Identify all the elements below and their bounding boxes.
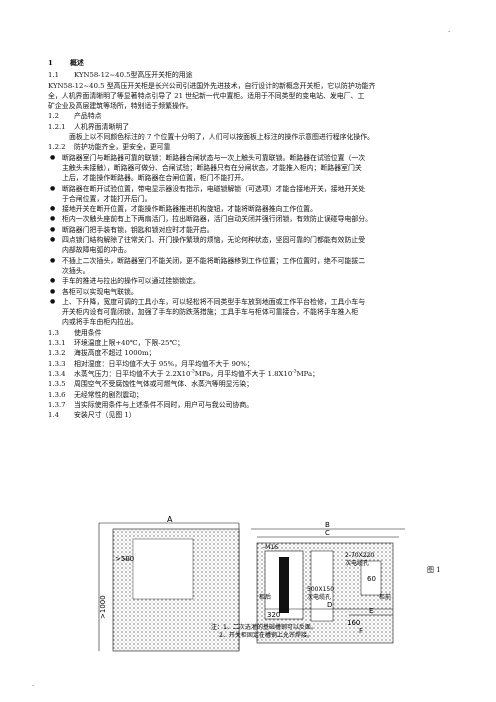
para-1-1-line-1: KYN58-12~40.5 型高压开关柜是长兴公司引进国外先进技术，自行设计的新… bbox=[48, 81, 376, 90]
left-elevation: A >500 >1000 bbox=[98, 515, 240, 652]
slot-size: 2-70X220 bbox=[345, 552, 374, 559]
bullet-item: 接地开关在断开位置，才能操作断路器推进机构旋钮，才能将断路器推向工作位置。 bbox=[48, 204, 456, 215]
note-2: 2、开关柜固定在槽钢上允许焊接。 bbox=[219, 631, 313, 639]
bullet-item: 各柜可以实现电气联锁。 bbox=[48, 287, 456, 298]
bullet-item: 断路器在断开试验位置，带电显示器没有指示，电磁锁解锁（可选项）才能合接地开关，接… bbox=[48, 184, 456, 205]
bullet-item: 手车的推进与拉出的操作可以通过挂锁锁定。 bbox=[48, 276, 456, 287]
dim-320-label: 320 bbox=[267, 611, 280, 619]
figure-label: 图 1 bbox=[427, 566, 441, 574]
bullet-item: 断路器室门与断路器可靠的联锁：断路器合闸状态与一次上触头可靠联锁。断路器在试验位… bbox=[48, 153, 456, 184]
drawing-svg: A >500 >1000 B C -M16 2 bbox=[98, 515, 405, 652]
dim-60-label: 60 bbox=[367, 575, 376, 583]
installation-drawing: A >500 >1000 B C -M16 2 bbox=[93, 515, 405, 671]
bullet-item: 柜内一次触头座前有上下两扇活门，拉出断路器，活门自动关闭并强行闭锁，有效防止误碰… bbox=[48, 214, 456, 225]
page-mark-bottom: . bbox=[32, 680, 35, 688]
para-1-1-line-3: 矿企业及高层建筑等场所，特别适于频繁操作。 bbox=[48, 102, 193, 111]
m16-label: -M16 bbox=[263, 544, 278, 551]
right-plan: B C -M16 2-70X220 次电缆孔 60 500X150 次电缆孔 柜… bbox=[211, 521, 405, 644]
page-mark-top: . bbox=[448, 26, 451, 34]
dim-e-label: E bbox=[369, 607, 373, 615]
front-label: 柜前 bbox=[379, 593, 391, 601]
back-label: 柜后 bbox=[259, 593, 271, 601]
bullet-item: 上、下升降，宽度可调的工具小车，可以轻松将不同类型手车放到地面或工作平台检修，工… bbox=[48, 297, 456, 328]
bullet-item: 断路器门把手装有锁，钥匙和锁对应时才能开启。 bbox=[48, 225, 456, 236]
para-1-1-line-2: 全，人机界面清晰明了等显著特点引导了 21 世纪新一代中置柜。适用于不同类型的变… bbox=[48, 91, 365, 100]
cable-size: 500X150 bbox=[307, 586, 334, 593]
dim-a-label: A bbox=[167, 515, 173, 524]
dim-500-label: >500 bbox=[115, 555, 134, 563]
dim-1000-label: >1000 bbox=[99, 595, 107, 619]
dim-f-label: F bbox=[359, 627, 363, 635]
para-1-2-1: 面板上以不同颜色标注的 7 个位置十分明了，人们可以按面板上标注的操作示意图进行… bbox=[69, 133, 375, 142]
bullet-item: 四点锁门结构解除了往常关门、开门操作繁琐的烦恼，无论何种状态，坚固可靠的门都能有… bbox=[48, 235, 456, 256]
note-1: 注：1、二次选灌的基础槽钢可以反面。 bbox=[211, 623, 317, 631]
dim-d-label: D bbox=[327, 601, 332, 609]
dim-b-label: B bbox=[325, 521, 330, 529]
bullet-item: 不插上二次插头，断路器室门不能关闭，更不能将断路器移到工作位置；工作位置时，绝不… bbox=[48, 256, 456, 277]
slot-label: 次电缆孔 bbox=[345, 559, 369, 567]
dim-160-label: 160 bbox=[347, 619, 360, 627]
dim-c-label: C bbox=[325, 529, 330, 537]
cable-label: 次电缆孔 bbox=[307, 593, 331, 601]
